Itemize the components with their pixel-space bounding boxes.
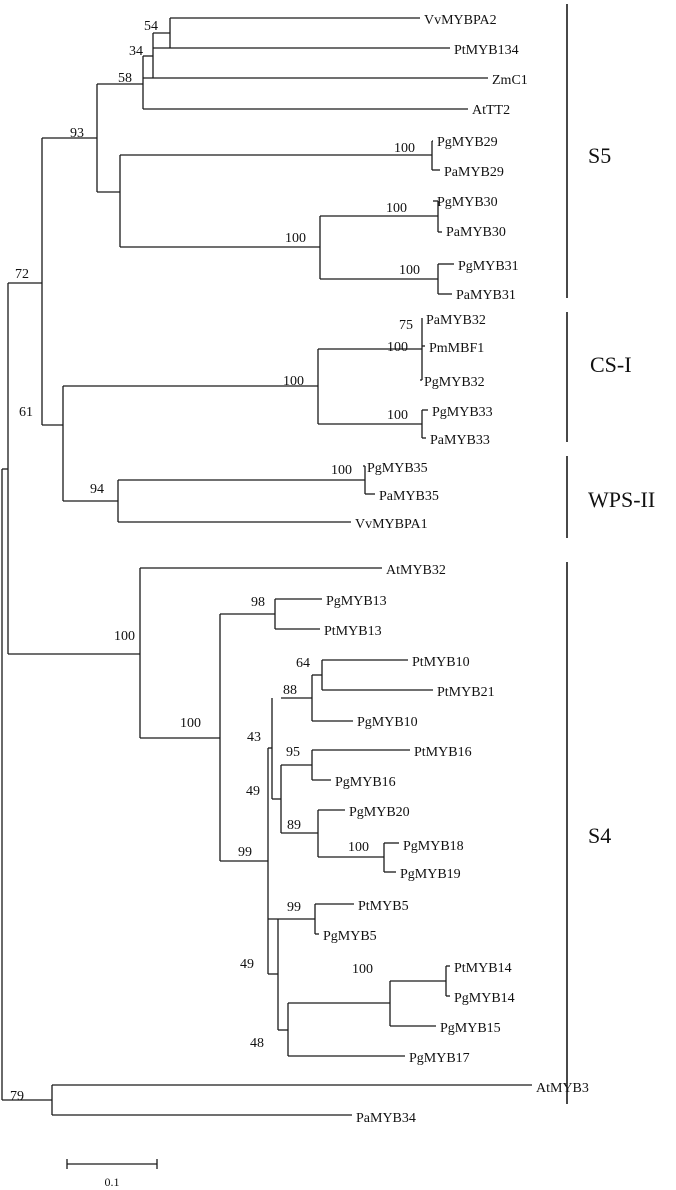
leaf-label-pgmyb31: PgMYB31 xyxy=(458,259,519,274)
bootstrap-value: 75 xyxy=(399,318,413,333)
bootstrap-value: 79 xyxy=(10,1089,24,1104)
leaf-label-zmc1: ZmC1 xyxy=(492,73,528,88)
leaf-label-pamyb31: PaMYB31 xyxy=(456,288,516,303)
bootstrap-value: 99 xyxy=(238,845,252,860)
bootstrap-value: 100 xyxy=(180,716,201,731)
bootstrap-value: 100 xyxy=(348,840,369,855)
leaf-label-ptmyb14: PtMYB14 xyxy=(454,961,512,976)
bootstrap-value: 48 xyxy=(250,1036,264,1051)
bootstrap-value: 49 xyxy=(240,957,254,972)
bootstrap-value: 89 xyxy=(287,818,301,833)
leaf-label-pamyb32: PaMYB32 xyxy=(426,313,486,328)
bootstrap-value: 100 xyxy=(283,374,304,389)
bootstrap-value: 100 xyxy=(114,629,135,644)
leaf-label-pgmyb18: PgMYB18 xyxy=(403,839,464,854)
bootstrap-value: 100 xyxy=(394,141,415,156)
leaf-label-pmmbf1: PmMBF1 xyxy=(429,341,484,356)
bootstrap-value: 100 xyxy=(331,463,352,478)
leaf-label-vvmybpa1: VvMYBPA1 xyxy=(355,517,428,532)
bootstrap-value: 100 xyxy=(386,201,407,216)
leaf-label-pgmyb14: PgMYB14 xyxy=(454,991,515,1006)
bootstrap-value: 72 xyxy=(15,267,29,282)
bootstrap-value: 61 xyxy=(19,405,33,420)
bootstrap-value: 100 xyxy=(387,408,408,423)
bootstrap-value: 34 xyxy=(129,44,143,59)
leaf-label-pgmyb35: PgMYB35 xyxy=(367,461,428,476)
leaf-label-ptmyb13: PtMYB13 xyxy=(324,624,382,639)
leaf-label-ptmyb21: PtMYB21 xyxy=(437,685,495,700)
leaf-label-pamyb33: PaMYB33 xyxy=(430,433,490,448)
bootstrap-value: 58 xyxy=(118,71,132,86)
leaf-label-pgmyb5: PgMYB5 xyxy=(323,929,377,944)
leaf-label-pamyb35: PaMYB35 xyxy=(379,489,439,504)
leaf-label-pgmyb15: PgMYB15 xyxy=(440,1021,501,1036)
leaf-label-pgmyb20: PgMYB20 xyxy=(349,805,410,820)
bootstrap-value: 93 xyxy=(70,126,84,141)
leaf-label-ptmyb134: PtMYB134 xyxy=(454,43,519,58)
leaf-label-pgmyb30: PgMYB30 xyxy=(437,195,498,210)
leaf-label-pgmyb19: PgMYB19 xyxy=(400,867,461,882)
leaf-label-pgmyb33: PgMYB33 xyxy=(432,405,493,420)
leaf-label-attt2: AtTT2 xyxy=(472,103,510,118)
bootstrap-value: 100 xyxy=(387,340,408,355)
bootstrap-value: 99 xyxy=(287,900,301,915)
leaf-label-atmyb32: AtMYB32 xyxy=(386,563,446,578)
leaf-label-pamyb29: PaMYB29 xyxy=(444,165,504,180)
clade-label-s4: S4 xyxy=(588,823,611,848)
bootstrap-value: 98 xyxy=(251,595,265,610)
leaf-label-vvmybpa2: VvMYBPA2 xyxy=(424,13,497,28)
leaf-label-pgmyb16: PgMYB16 xyxy=(335,775,396,790)
leaf-label-ptmyb5: PtMYB5 xyxy=(358,899,409,914)
leaf-label-ptmyb10: PtMYB10 xyxy=(412,655,470,670)
bootstrap-value: 100 xyxy=(285,231,306,246)
leaf-label-pgmyb10: PgMYB10 xyxy=(357,715,418,730)
clade-label-s5: S5 xyxy=(588,143,611,168)
clade-label-wps-ii: WPS-II xyxy=(588,487,655,512)
bootstrap-value: 54 xyxy=(144,19,158,34)
clade-label-cs-i: CS-I xyxy=(590,352,632,377)
leaf-label-pgmyb29: PgMYB29 xyxy=(437,135,498,150)
leaf-label-pamyb34: PaMYB34 xyxy=(356,1111,416,1126)
bootstrap-value: 49 xyxy=(246,784,260,799)
bootstrap-value: 95 xyxy=(286,745,300,760)
bootstrap-value: 94 xyxy=(90,482,104,497)
scale-bar-label: 0.1 xyxy=(105,1175,120,1189)
bootstrap-value: 88 xyxy=(283,683,297,698)
bootstrap-value: 64 xyxy=(296,656,310,671)
leaf-label-pgmyb13: PgMYB13 xyxy=(326,594,387,609)
bootstrap-value: 43 xyxy=(247,730,261,745)
bootstrap-value: 100 xyxy=(352,962,373,977)
leaf-label-pamyb30: PaMYB30 xyxy=(446,225,506,240)
bootstrap-value: 100 xyxy=(399,263,420,278)
leaf-label-pgmyb17: PgMYB17 xyxy=(409,1051,470,1066)
leaf-label-pgmyb32: PgMYB32 xyxy=(424,375,485,390)
leaf-label-ptmyb16: PtMYB16 xyxy=(414,745,472,760)
leaf-label-atmyb3: AtMYB3 xyxy=(536,1081,589,1096)
